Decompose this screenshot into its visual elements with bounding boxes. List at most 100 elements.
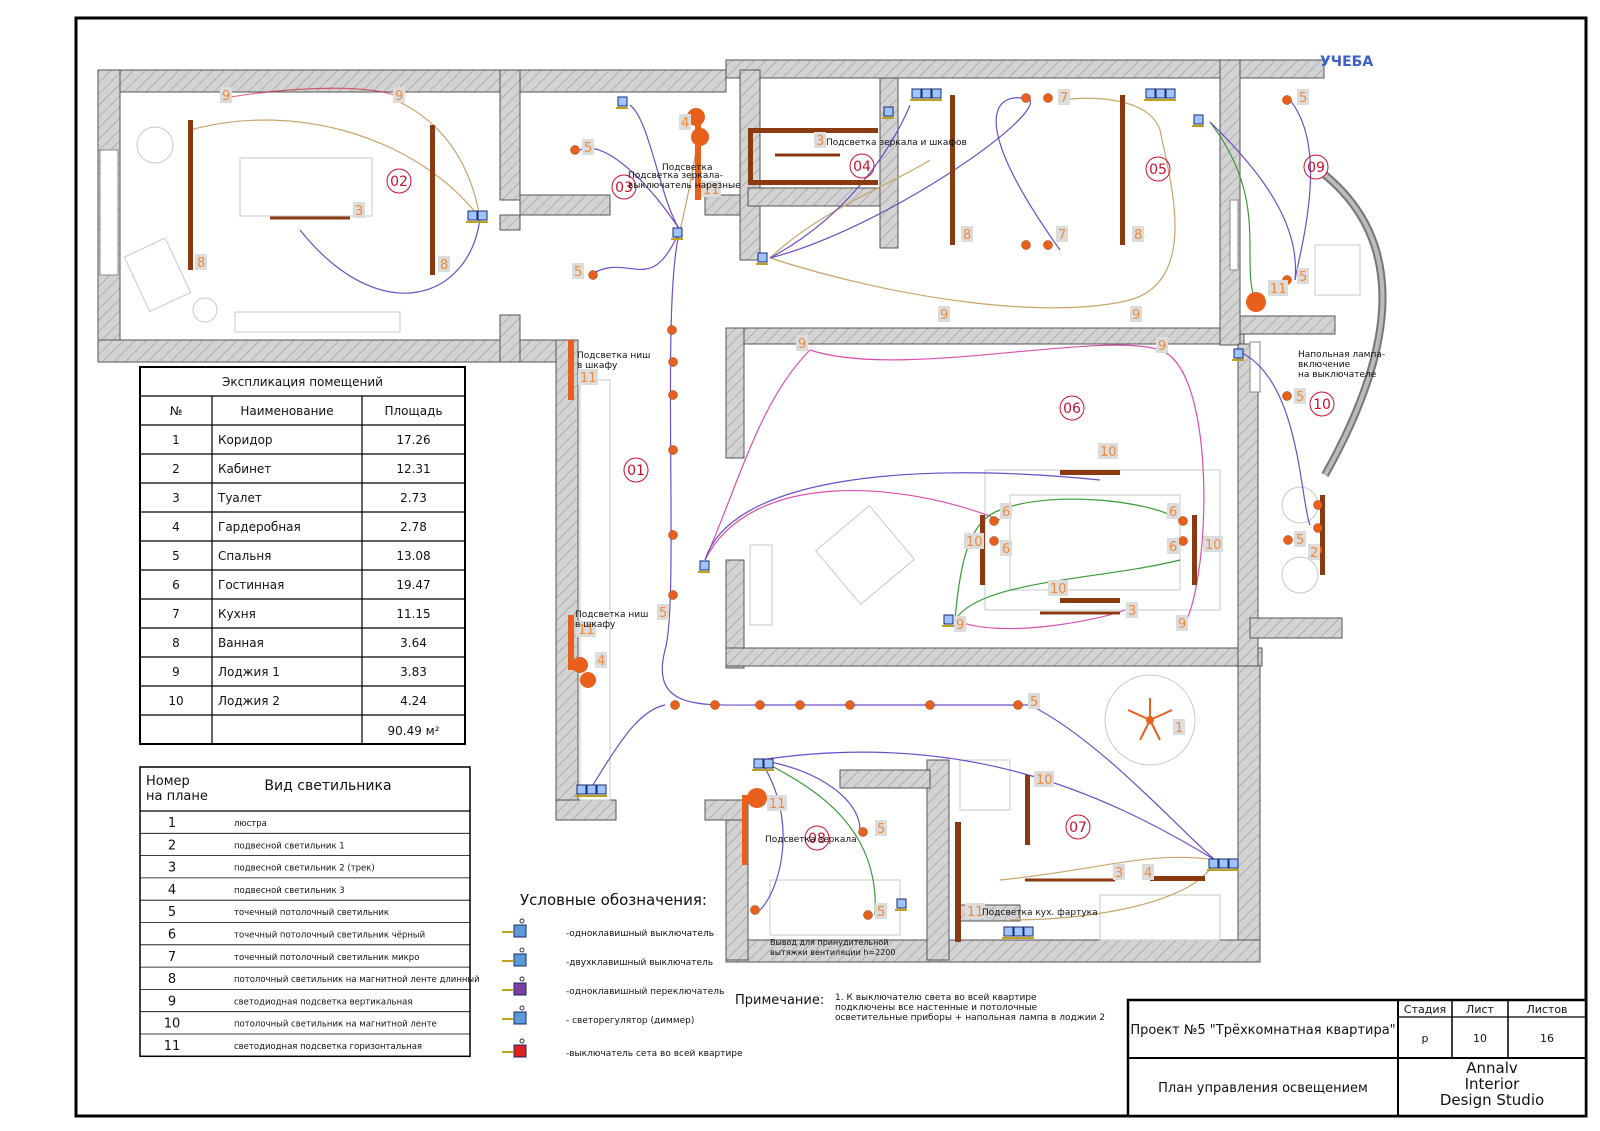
- callout-niche-2-a: Подсветка ниш: [575, 610, 648, 620]
- note: Примечание: 1. К выключателю света во вс…: [735, 993, 1105, 1023]
- svg-text:10: 10: [1050, 582, 1067, 597]
- fixture-tag-10: 10: [1034, 771, 1054, 788]
- fixtures-header-num: Номер: [146, 774, 190, 789]
- light-strips: [188, 95, 1325, 942]
- fixture-tag-5: 5: [572, 263, 584, 280]
- spotlight: [858, 827, 868, 837]
- svg-text:11: 11: [580, 371, 597, 386]
- fixture-tag-8: 8: [438, 256, 450, 273]
- switch: [1002, 926, 1034, 939]
- fixture-tag-8: 8: [961, 226, 973, 243]
- spotlight: [1283, 535, 1293, 545]
- legend: Условные обозначения: -одноклавишный вык…: [502, 891, 743, 1059]
- svg-text:6: 6: [1002, 542, 1010, 557]
- svg-text:11: 11: [967, 905, 984, 920]
- fixture-tag-10: 10: [1203, 536, 1223, 553]
- spotlight: [1013, 700, 1023, 710]
- svg-text:11: 11: [578, 623, 595, 638]
- fixture-tag-6: 6: [1167, 503, 1179, 520]
- spotlight: [668, 530, 678, 540]
- room-marker-03: [611, 174, 637, 200]
- spotlight: [668, 445, 678, 455]
- fixture-tag-6: 6: [1000, 503, 1012, 520]
- room-label-03: 03: [615, 180, 633, 196]
- fixture-tag-4: 4: [1142, 864, 1154, 881]
- svg-text:5: 5: [1299, 91, 1307, 106]
- svg-text:9: 9: [1178, 617, 1186, 632]
- switch: [910, 88, 942, 101]
- fixture-tag-5: 5: [875, 903, 887, 920]
- explication-cell: 3: [172, 491, 180, 505]
- fixture-num: 8: [168, 972, 176, 987]
- svg-text:6: 6: [1169, 505, 1177, 520]
- spotlight: [989, 536, 999, 546]
- fixture-tag-2: 2: [1308, 544, 1320, 561]
- legend-label: -двухклавишный выключатель: [566, 958, 713, 968]
- sheet-label: Лист: [1466, 1003, 1494, 1016]
- fixture-tag-5: 5: [1297, 268, 1309, 285]
- room-marker-01: [623, 457, 649, 483]
- svg-text:3: 3: [355, 204, 363, 219]
- svg-text:5: 5: [1030, 695, 1038, 710]
- legend-label: -выключатель сета во всей квартире: [566, 1049, 743, 1059]
- svg-text:10: 10: [1205, 538, 1222, 553]
- fixture-tag-5: 5: [1294, 531, 1306, 548]
- legend-item: -одноклавишный выключатель: [502, 918, 714, 939]
- callout-niche-1-b: в шкафу: [577, 361, 618, 371]
- fixture-num: 2: [168, 838, 176, 853]
- spotlight: [588, 270, 598, 280]
- fixture-tag-9: 9: [393, 87, 405, 104]
- svg-text:5: 5: [659, 606, 667, 621]
- explication-cell: 10: [168, 694, 183, 708]
- room-marker-05: [1145, 156, 1171, 182]
- fixture-tag-4: 4: [595, 652, 607, 669]
- fixture-tag-5: 5: [1297, 89, 1309, 106]
- explication-header: Площадь: [384, 404, 442, 418]
- svg-text:5: 5: [584, 141, 592, 156]
- explication-cell: 3.64: [400, 636, 427, 650]
- svg-text:10: 10: [1036, 773, 1053, 788]
- fixture-tag-3: 3: [353, 202, 365, 219]
- svg-text:7: 7: [1060, 91, 1068, 106]
- fixture-tag-3: 3: [814, 132, 826, 149]
- svg-text:9: 9: [956, 618, 964, 633]
- fixture-tag-5: 5: [657, 604, 669, 621]
- svg-text:3: 3: [1115, 866, 1123, 881]
- fixture-type: точечный потолочный светильник микро: [234, 953, 419, 963]
- fixture-tag-5: 5: [1294, 388, 1306, 405]
- spotlight: [667, 325, 677, 335]
- fixture-tag-9: 9: [1176, 615, 1188, 632]
- spotlight: [1282, 391, 1292, 401]
- stage-value: р: [1422, 1032, 1429, 1045]
- legend-item: - светорегулятор (диммер): [502, 1005, 694, 1026]
- switch: [756, 252, 768, 265]
- svg-text:5: 5: [1296, 390, 1304, 405]
- fixture-num: 4: [168, 883, 176, 898]
- fixture-tag-3: 3: [1113, 864, 1125, 881]
- legend-label: - светорегулятор (диммер): [566, 1016, 694, 1026]
- legend-item: -двухклавишный выключатель: [502, 947, 713, 968]
- sheet-value: 10: [1473, 1032, 1487, 1045]
- svg-text:8: 8: [1134, 228, 1142, 243]
- room-marker-06: [1059, 395, 1085, 421]
- fixture-tag-9: 9: [1156, 337, 1168, 354]
- spotlight: [1043, 240, 1053, 250]
- explication-cell: 19.47: [396, 578, 430, 592]
- fixture-tag-6: 6: [1167, 538, 1179, 555]
- svg-text:5: 5: [1296, 533, 1304, 548]
- switch: [698, 560, 710, 573]
- switch: [895, 898, 907, 911]
- room-label-01: 01: [627, 463, 645, 479]
- room-marker-02: [386, 168, 412, 194]
- callout-bath-mirror: Подсветка зеркала: [765, 835, 857, 845]
- room-label-06: 06: [1063, 401, 1081, 417]
- callouts: Подсветка зеркала и шкафов Подсветка Под…: [575, 54, 1385, 957]
- room-label-07: 07: [1069, 820, 1087, 836]
- fixture-tag-11: 11: [965, 903, 985, 920]
- room-label-10: 10: [1313, 397, 1331, 413]
- callout-floorlamp-b: включение: [1298, 360, 1351, 370]
- explication-cell: 1: [172, 433, 180, 447]
- spotlight: [989, 516, 999, 526]
- fixture-tag-5: 5: [582, 139, 594, 156]
